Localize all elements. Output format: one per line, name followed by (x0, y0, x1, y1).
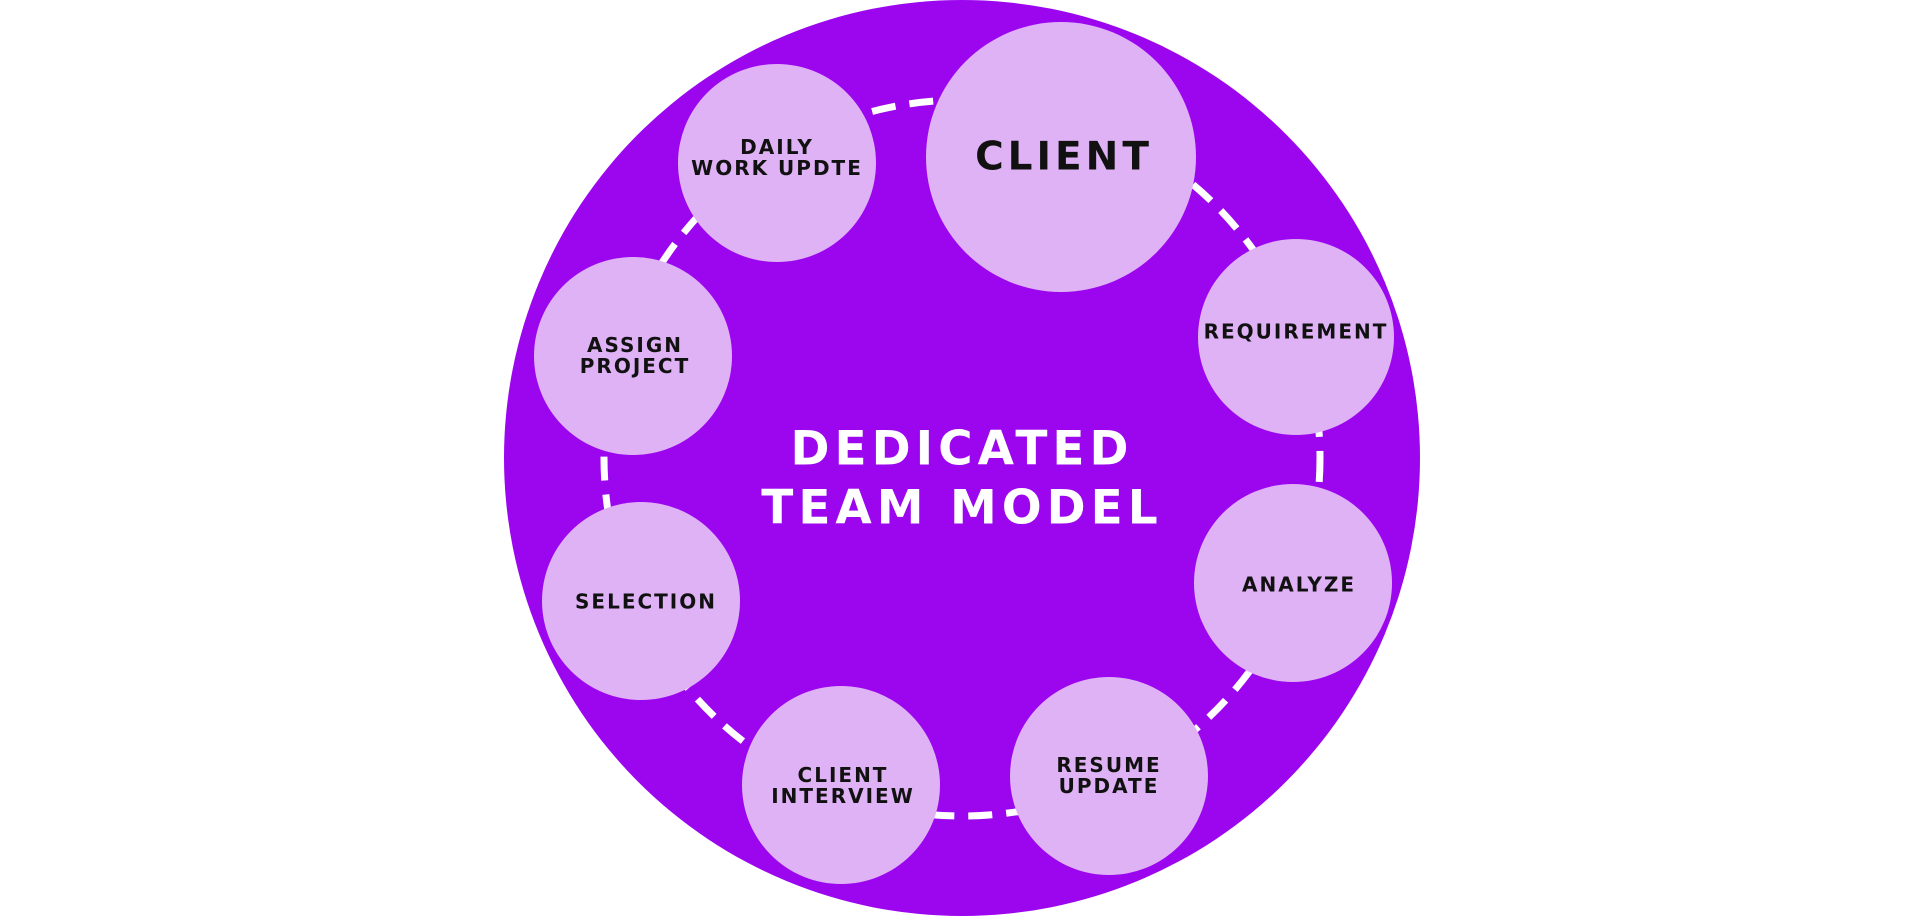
step-label-daily-work-update-line-1: DAILY (740, 135, 814, 159)
center-title-line-2: TEAM MODEL (761, 480, 1163, 535)
step-label-resume-update-line-1: RESUME (1056, 753, 1162, 777)
step-label-selection: SELECTION (575, 589, 717, 614)
step-label-daily-work-update-line-2: WORK UPDTE (691, 156, 863, 180)
step-label-requirement: REQUIREMENT (1203, 319, 1389, 344)
step-label-client-line-1: CLIENT (975, 134, 1153, 180)
step-label-assign-project: ASSIGN PROJECT (580, 335, 690, 377)
step-node-selection (542, 502, 740, 700)
step-label-resume-update-line-2: UPDATE (1058, 774, 1160, 798)
step-node-daily-work-update (678, 64, 876, 262)
step-label-resume-update: RESUME UPDATE (1056, 755, 1161, 797)
step-label-assign-project-line-2: PROJECT (579, 354, 691, 378)
step-node-assign-project (534, 257, 732, 455)
step-label-client-interview-line-1: CLIENT (797, 763, 889, 787)
step-node-requirement (1198, 239, 1394, 435)
step-label-client: CLIENT (975, 134, 1153, 180)
center-title: DEDICATED TEAM MODEL (761, 420, 1162, 538)
step-label-analyze-line-1: ANALYZE (1242, 572, 1356, 597)
step-label-analyze: ANALYZE (1242, 572, 1356, 597)
center-title-line-1: DEDICATED (790, 421, 1134, 477)
step-label-requirement-line-1: REQUIREMENT (1203, 319, 1389, 344)
step-node-resume-update (1010, 677, 1208, 875)
step-node-client (926, 22, 1196, 292)
step-node-client-interview (742, 686, 940, 884)
step-label-daily-work-update: DAILY WORK UPDTE (691, 137, 863, 179)
step-label-selection-line-1: SELECTION (575, 589, 717, 614)
step-label-client-interview: CLIENT INTERVIEW (771, 765, 915, 807)
step-label-assign-project-line-1: ASSIGN (587, 333, 683, 357)
step-node-analyze (1194, 484, 1392, 682)
step-label-client-interview-line-2: INTERVIEW (771, 784, 915, 808)
